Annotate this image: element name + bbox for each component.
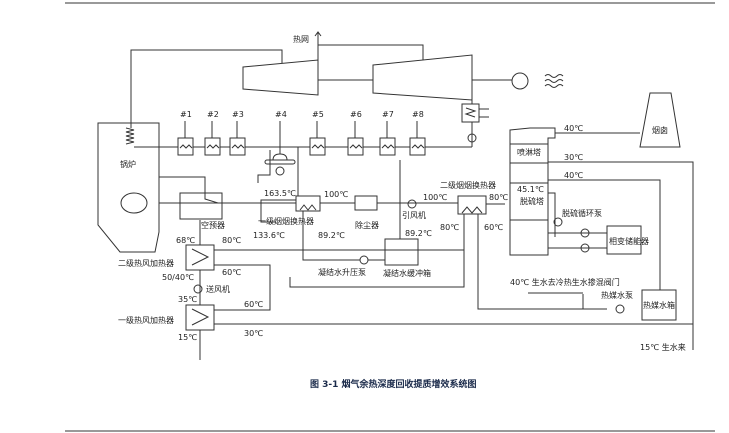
air-preheater [179,192,223,220]
temp-label: 40℃ [564,171,583,180]
temp-label: 15℃ [178,333,197,342]
deaerator [272,153,288,161]
feedwater-heater-8: #8 [409,110,426,156]
pump-icon [580,228,590,238]
pump-icon [580,243,590,253]
circulation-icon [120,192,148,214]
boiler: 锅炉 [97,122,160,253]
temp-label: 100℃ [324,190,348,199]
feedwater-heater-3: #3 [229,110,246,156]
fd-fan-label: 送风机 [206,284,230,294]
air-preheater-label: 空预器 [201,220,225,230]
cond-tank-label: 凝结水缓冲箱 [383,268,431,278]
media-pump-icon [615,304,625,314]
heater-label: #4 [275,110,287,119]
temp-label: 60℃ [484,223,503,232]
feedwater-heater-1: #1 [177,110,194,156]
heater-label: #7 [382,110,394,119]
id-fan-label: 引风机 [402,210,426,220]
phase-storage [606,225,642,255]
dust-collector-label: 除尘器 [355,220,379,230]
temp-label: 68℃ [176,236,195,245]
hx1-label: 一级烟烟换热器 [258,216,314,226]
feedwater-heater-5: #5 [309,110,326,156]
temp-label: 100℃ [423,193,447,202]
condensate-pump-icon [467,133,477,143]
heat-network-label: 热网 [293,34,309,44]
media-pump-label: 热媒水泵 [601,290,633,300]
raw-water-in-label: 15℃ 生水来 [640,342,686,352]
temp-label: 30℃ [564,153,583,162]
id-fan-icon [407,199,417,209]
desulf-tower [509,127,556,256]
temp-label: 80℃ [440,223,459,232]
temp-label: 89.2℃ [318,231,345,240]
temp-label: 35℃ [178,295,197,304]
dust-collector [354,195,378,211]
heater-label: #1 [180,110,192,119]
temp-label: 40℃ [564,124,583,133]
temp-label: 45.1℃ [517,185,544,194]
air-heater2-label: 二级热风加热器 [118,258,174,268]
desulf-tower-label: 脱硫塔 [520,196,544,206]
air-heater2 [185,244,215,271]
cond-tank [384,238,419,266]
phase-storage-label: 相变储能器 [609,236,649,246]
desulf-pump-icon [553,217,563,227]
hx2-label: 二级烟烟换热器 [440,180,496,190]
raw-water-out-label: 40℃ 生水去冷热生水掺混阀门 [510,277,620,287]
feedwater-heater-4: #4 [275,110,287,154]
cond-pump-label: 凝结水升压泵 [318,267,366,277]
heater-label: #3 [232,110,244,119]
feedwater-heater-2: #2 [204,110,221,156]
heater-row: #1 #2 #3 #4 #5 #6 #7 #8 [177,110,426,156]
feedwater-heater-6: #6 [347,110,364,156]
media-tank [641,289,677,321]
heater-label: #8 [412,110,424,119]
figure-caption: 图 3-1 烟气余热深度回收提质增效系统图 [310,378,477,390]
lp-turbine [372,54,473,101]
hp-turbine [242,59,319,96]
heater-label: #2 [207,110,219,119]
heater-label: #5 [312,110,324,119]
temp-label: 60℃ [222,268,241,277]
heater-label: #6 [350,110,362,119]
temp-label: 60℃ [244,300,263,309]
temp-label: 80℃ [489,193,508,202]
feedwater-heater-7: #7 [379,110,396,156]
chimney-label: 烟囱 [652,125,668,135]
temp-label: 89.2℃ [405,229,432,238]
boiler-label: 锅炉 [120,159,136,169]
media-tank-label: 热媒水箱 [643,300,675,310]
generator-icon [511,72,529,90]
air-heater1 [185,304,215,331]
air-heater1-label: 一级热风加热器 [118,315,174,325]
hx2 [457,195,487,215]
cond-pump-icon [359,255,369,265]
temp-label: 163.5℃ [264,189,296,198]
temp-label: 133.6℃ [253,231,285,240]
heat-network-line [314,31,322,60]
chimney [639,92,681,148]
fd-fan-icon [193,284,203,294]
hx1 [295,195,321,212]
desulf-pump-label: 脱硫循环泵 [562,208,602,218]
temp-label: 50/40℃ [162,273,194,282]
temp-label: 80℃ [222,236,241,245]
waves-icon [544,74,564,88]
temp-label: 30℃ [244,329,263,338]
main-steam-line [130,49,283,128]
spray-tower-label: 喷淋塔 [517,147,541,157]
